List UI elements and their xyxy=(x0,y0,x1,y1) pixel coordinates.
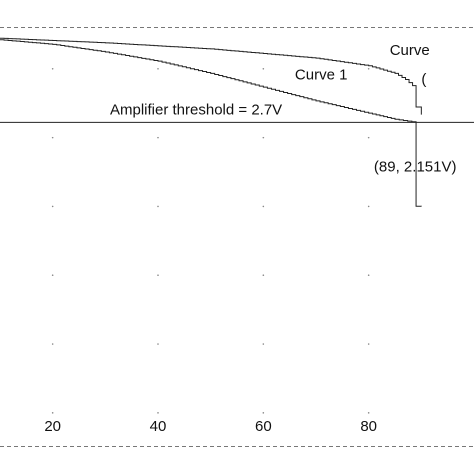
grid-dot xyxy=(367,412,370,414)
grid-dot xyxy=(367,205,370,208)
grid-dot xyxy=(157,412,159,414)
grid-dot xyxy=(157,136,159,139)
x-tick-label: 20 xyxy=(44,418,61,435)
grid-dot xyxy=(157,343,159,345)
annotation-label: Curve 1 xyxy=(295,67,348,84)
x-tick-labels: 20 40 60 80 xyxy=(44,418,377,435)
grid-dot xyxy=(367,343,370,345)
grid-dot xyxy=(51,205,54,208)
series-line-2 xyxy=(0,37,422,115)
grid-dot xyxy=(367,68,370,70)
grid-dot xyxy=(157,68,159,70)
annotations: Curve 1 Curve ( (89, 2.151V) xyxy=(295,42,457,175)
grid-dot xyxy=(262,274,265,277)
grid-dot xyxy=(51,68,54,70)
grid-dot xyxy=(157,274,159,277)
grid-dot xyxy=(367,274,370,277)
annotation-label: (89, 2.151V) xyxy=(374,158,457,175)
grid-dot xyxy=(51,343,54,345)
x-tick-label: 80 xyxy=(360,418,377,435)
grid-dot xyxy=(262,205,265,208)
grid-dot xyxy=(367,136,370,139)
x-tick-label: 60 xyxy=(255,418,272,435)
grid-dot xyxy=(262,136,265,139)
grid-dot xyxy=(51,412,54,414)
grid-dot xyxy=(262,68,265,70)
grid xyxy=(51,68,370,414)
x-tick-label: 40 xyxy=(150,418,167,435)
annotation-label: ( xyxy=(421,71,426,88)
threshold-label: Amplifier threshold = 2.7V xyxy=(110,101,282,118)
series-layer xyxy=(0,37,422,207)
grid-dot xyxy=(51,136,54,139)
annotation-label: Curve xyxy=(390,42,430,59)
grid-dot xyxy=(157,205,159,208)
grid-dot xyxy=(262,343,265,345)
grid-dot xyxy=(262,412,265,414)
series-line-1 xyxy=(0,39,422,207)
grid-dot xyxy=(51,274,54,277)
